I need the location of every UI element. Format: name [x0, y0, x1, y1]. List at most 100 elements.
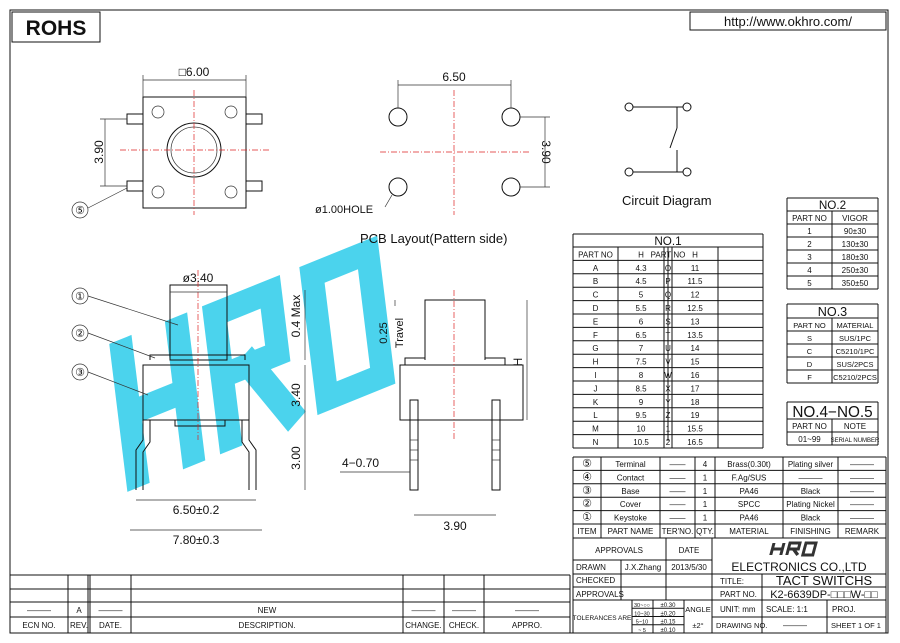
bom-cell: PA46 [740, 514, 760, 523]
bom-cell: Black [801, 514, 822, 523]
top-height-dim: 3.90 [92, 140, 106, 164]
no1-cell: F [593, 331, 598, 340]
bom-header: QTY. [696, 527, 714, 536]
pin-height-dim: 3.00 [289, 446, 303, 470]
bom-cell: ——— [850, 487, 874, 496]
pin-pitch-dim: 3.90 [443, 519, 467, 533]
table-cell: 30~○○ [634, 603, 650, 609]
bom-cell: ⑤ [582, 458, 592, 470]
revision-header: DATE. [99, 621, 122, 630]
revision-header: DESCRIPTION. [239, 621, 296, 630]
drawing-border [9, 9, 889, 634]
table-cell: APPROVALS [595, 546, 643, 555]
bom-header: TER'NO. [662, 527, 694, 536]
no1-cell: 12 [691, 291, 700, 300]
table-cell: J.X.Zhang [625, 563, 661, 572]
bom-cell: Plating Nickel [786, 500, 835, 509]
bom-cell: Contact [617, 473, 645, 482]
no1-header: H [638, 250, 644, 259]
revision-header: APPRO. [512, 621, 542, 630]
no1-cell: 16.5 [687, 438, 703, 447]
pcb-height-dim: 3.90 [539, 140, 553, 164]
actuator-dia-dim: ø3.40 [183, 271, 214, 285]
no2-cell: 5 [807, 279, 812, 288]
no1-cell: 15.5 [687, 425, 703, 434]
bom-cell: 1 [703, 500, 708, 509]
hro-logo [769, 541, 818, 557]
no1-cell: I [594, 371, 596, 380]
no3-cell: SUS/1PC [839, 334, 872, 343]
title-label: TITLE: [720, 577, 744, 586]
no4-cell: SERIAL NUMBER [831, 438, 880, 444]
table-cell: ±0.10 [661, 628, 677, 634]
no1-cell: 13 [691, 317, 700, 326]
no1-cell: A [593, 264, 599, 273]
callout-5: ⑤ [75, 205, 85, 217]
rohs-box [11, 11, 101, 43]
no2-cell: 3 [807, 253, 812, 262]
no1-cell: L [593, 411, 598, 420]
pcb-pitch-dim: 6.50 [442, 70, 466, 84]
revision-header: CHECK. [449, 621, 479, 630]
callout-1: ① [75, 291, 85, 303]
no1-cell: 8 [639, 371, 644, 380]
table-cell: ——— [783, 621, 807, 630]
no1-cell: 12.5 [687, 304, 703, 313]
no1-cell: 16 [691, 371, 700, 380]
no1-cell: 2 [666, 438, 671, 447]
no1-cell: 15 [691, 358, 700, 367]
no3-cell: F [807, 373, 812, 382]
drawing-no-label: DRAWING NO. [716, 621, 767, 630]
revision-header: ECN NO. [22, 621, 55, 630]
revision-cell: ——— [27, 606, 51, 615]
bom-cell: ③ [582, 485, 592, 497]
pcb-layout [380, 80, 550, 215]
bom-header: MATERIAL [729, 527, 769, 536]
part-number: K2-6639DP-□□□W-□□ [770, 589, 878, 601]
no1-cell: B [593, 277, 598, 286]
bom-cell: —— [670, 500, 686, 509]
no1-cell: 5 [639, 291, 644, 300]
bom-cell: 4 [703, 460, 708, 469]
body-height-dim: 3.40 [289, 383, 303, 407]
table-cell: ±0.20 [661, 611, 677, 617]
pin-count-dim: 4−0.70 [342, 456, 379, 470]
no2-header: VIGOR [842, 214, 868, 223]
no1-cell: 9.5 [635, 411, 647, 420]
bom-cell: —— [670, 473, 686, 482]
no3-cell: D [807, 360, 813, 369]
no1-cell: 4.5 [635, 277, 647, 286]
no1-cell: 7 [639, 344, 644, 353]
bom-cell: F.Ag/SUS [732, 473, 767, 482]
table-cell: 2013/5/30 [671, 563, 707, 572]
hro-watermark-logo [109, 235, 396, 492]
bom-cell: ② [582, 498, 592, 510]
max-dim: 0.4 Max [289, 295, 303, 338]
bom-cell: ④ [582, 471, 592, 483]
no2-header: PART NO [792, 214, 827, 223]
bom-cell: —— [670, 487, 686, 496]
revision-cell: ——— [99, 606, 123, 615]
no1-cell: D [593, 304, 599, 313]
website-url[interactable]: http://www.okhro.com/ [724, 14, 852, 29]
table-cell: ~ 5 [638, 628, 646, 634]
rohs-label: ROHS [26, 17, 87, 40]
no3-cell: C5210/1PC [836, 347, 875, 356]
bom-cell: 1 [703, 514, 708, 523]
bom-header: REMARK [845, 527, 880, 536]
no1-cell: 11 [691, 264, 700, 273]
table-cell: SHEET 1 OF 1 [831, 621, 881, 630]
bom-cell: ——— [850, 514, 874, 523]
travel-value: 0.25 [378, 322, 390, 343]
bom-cell: 1 [703, 487, 708, 496]
bom-cell: Base [621, 487, 640, 496]
bom-cell: Keystoke [614, 514, 647, 523]
no1-header: PART NO [578, 250, 613, 259]
no2-cell: 180±30 [842, 253, 869, 262]
no2-cell: 4 [807, 266, 812, 275]
table-cell: 10~30 [634, 611, 649, 617]
no1-cell: 10 [637, 425, 646, 434]
no2-cell: 350±50 [842, 279, 869, 288]
pcb-layout-title: PCB Layout(Pattern side) [360, 231, 507, 246]
